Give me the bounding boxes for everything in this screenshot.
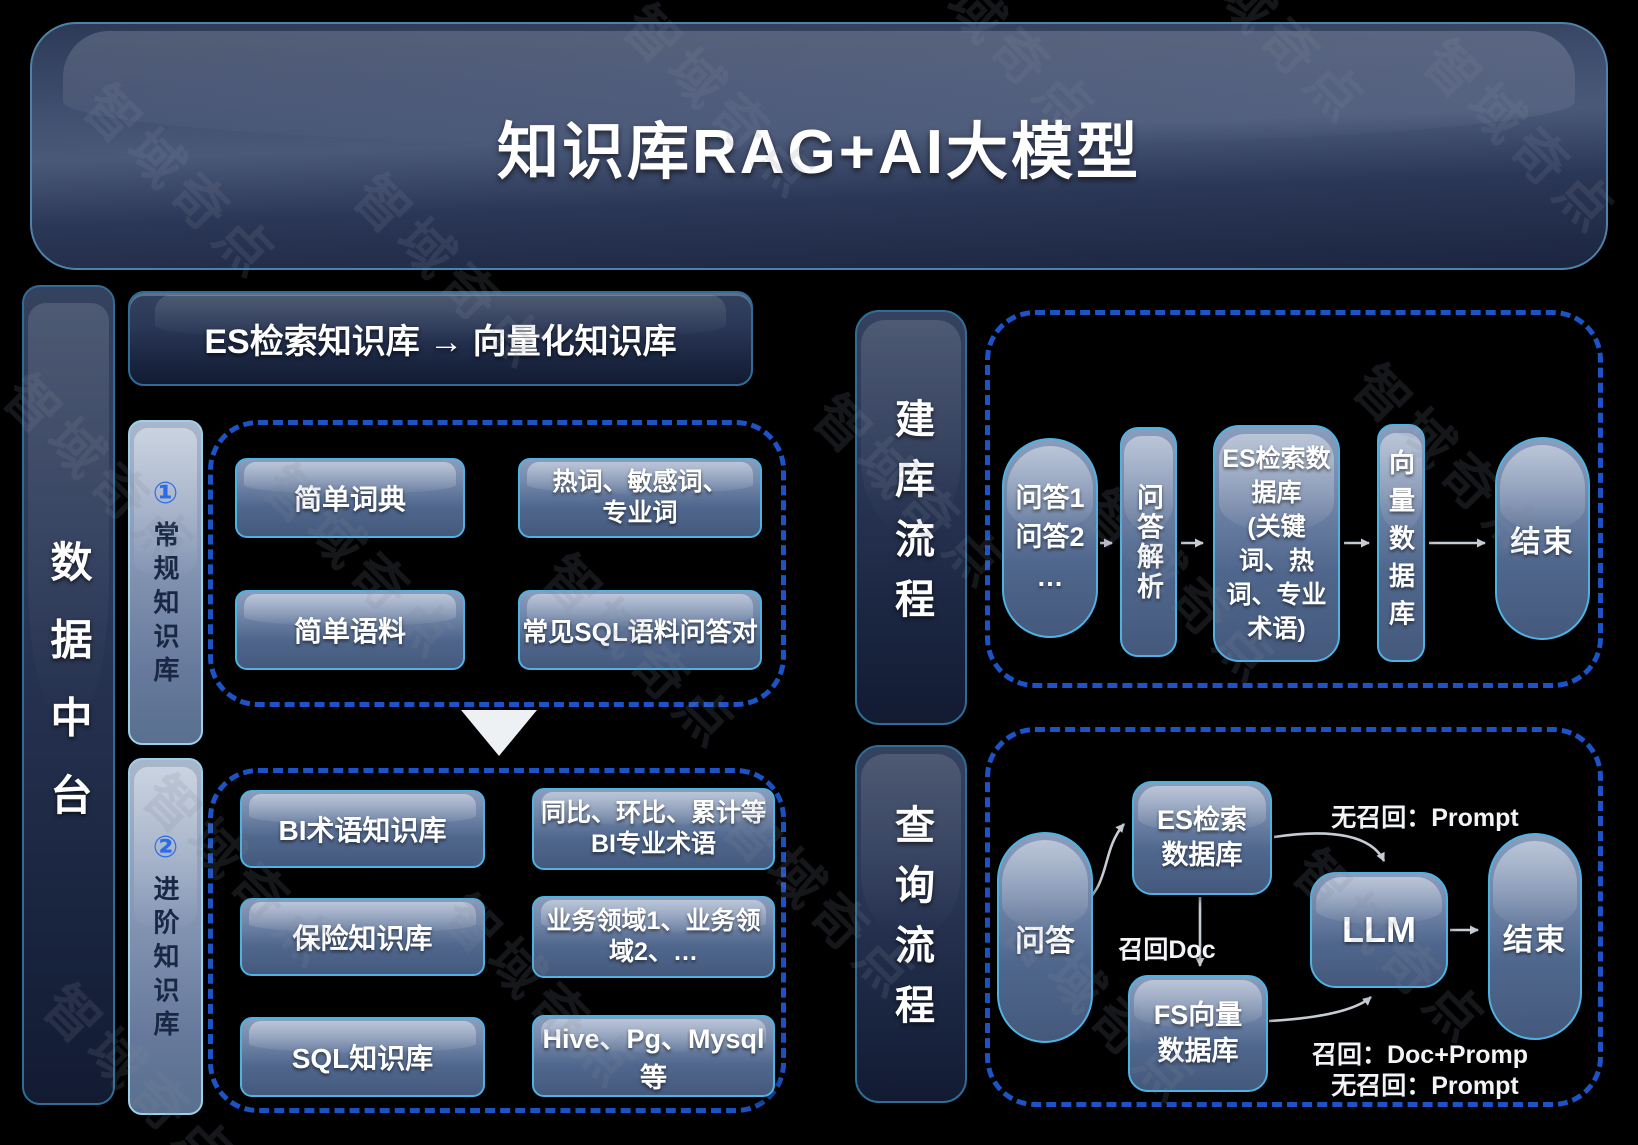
node-qa-parse: 问答解析 xyxy=(1120,427,1177,657)
edge-label-no-recall-bottom: 无召回：Prompt xyxy=(1331,1072,1519,1100)
kb-item-label: 业务领域1、业务领 域2、… xyxy=(546,906,761,966)
kb-item-insurance: 保险知识库 xyxy=(240,898,485,976)
kb-item-label: 常见SQL语料问答对 xyxy=(522,616,758,647)
build-flow-rail: 建库流程 xyxy=(855,310,967,725)
edge-label-recall-doc: 召回Doc xyxy=(1118,936,1216,964)
kb-group2-badge-icon: ② xyxy=(152,830,179,864)
node-label: 问答1 问答2 … xyxy=(1015,483,1085,592)
query-flow-rail: 查询流程 xyxy=(855,745,967,1103)
kb-item-label: Hive、Pg、Mysql等 xyxy=(542,1024,765,1093)
kb-group2-pill: ② 进阶知识库 xyxy=(128,758,203,1115)
node-label: 问答 xyxy=(1015,924,1075,958)
kb-item-bi-terms: BI术语知识库 xyxy=(240,790,485,868)
kb-item-label: 同比、环比、累计等 BI专业术语 xyxy=(540,798,766,858)
kb-group2-box xyxy=(208,768,786,1113)
down-arrow-triangle xyxy=(461,710,537,756)
node-llm: LLM xyxy=(1310,872,1448,988)
kb-item-bi-pro-terms: 同比、环比、累计等 BI专业术语 xyxy=(532,788,775,870)
kb-item-label: 简单词典 xyxy=(293,484,406,515)
node-label: 结束 xyxy=(1503,923,1567,957)
kb-header-label: ES检索知识库 → 向量化知识库 xyxy=(204,323,677,361)
node-query-end: 结束 xyxy=(1488,833,1582,1040)
kb-item-sql-qa-pairs: 常见SQL语料问答对 xyxy=(518,590,762,670)
edge-label-no-recall-top: 无召回：Prompt xyxy=(1331,804,1519,832)
edge-label-recall-bottom: 召回：Doc+Promp xyxy=(1311,1041,1528,1069)
build-flow-rail-label: 建库流程 xyxy=(889,397,933,638)
node-label: ES检索数 据库 (关键 词、热 词、专业 术语) xyxy=(1222,444,1331,643)
kb-item-label: SQL知识库 xyxy=(291,1043,434,1074)
query-flow-rail-label: 查询流程 xyxy=(889,804,933,1044)
kb-item-business-domains: 业务领域1、业务领 域2、… xyxy=(532,896,775,978)
data-platform-rail-label: 数据中台 xyxy=(45,539,92,851)
query-flow-box xyxy=(985,727,1603,1107)
node-query-es-db: ES检索 数据库 xyxy=(1132,781,1272,895)
kb-item-simple-dict: 简单词典 xyxy=(235,458,465,538)
data-platform-rail: 数据中台 xyxy=(22,285,115,1105)
node-label: 向量数据库 xyxy=(1385,448,1416,638)
build-flow-box xyxy=(985,310,1603,688)
kb-group1-pill: ① 常规知识库 xyxy=(128,420,203,745)
kb-group2-label: 进阶知识库 xyxy=(150,874,180,1044)
arrow-fsdb-llm xyxy=(1268,995,1372,1023)
kb-group1-badge-icon: ① xyxy=(152,476,179,510)
kb-item-label: 热词、敏感词、 专业词 xyxy=(552,467,728,527)
kb-group1-box xyxy=(208,420,786,707)
arrow-esdb-llm xyxy=(1273,832,1386,862)
kb-item-label: 简单语料 xyxy=(293,616,406,647)
kb-item-simple-corpus: 简单语料 xyxy=(235,590,465,670)
node-qa-list: 问答1 问答2 … xyxy=(1002,438,1098,638)
kb-group1-label: 常规知识库 xyxy=(150,520,180,690)
node-label: 结束 xyxy=(1510,525,1575,559)
node-label: FS向量 数据库 xyxy=(1153,1000,1243,1066)
page-title: 知识库RAG+AI大模型 xyxy=(497,118,1141,187)
node-es-db: ES检索数 据库 (关键 词、热 词、专业 术语) xyxy=(1213,425,1340,662)
kb-item-hot-words: 热词、敏感词、 专业词 xyxy=(518,458,762,538)
kb-item-sql-kb: SQL知识库 xyxy=(240,1017,485,1097)
node-vector-db: 向量数据库 xyxy=(1377,424,1425,662)
node-label: 问答解析 xyxy=(1133,482,1163,602)
node-label: LLM xyxy=(1342,909,1416,950)
node-build-end: 结束 xyxy=(1495,437,1590,640)
kb-item-label: BI术语知识库 xyxy=(278,815,447,846)
node-fs-vector-db: FS向量 数据库 xyxy=(1128,975,1268,1092)
kb-item-engines: Hive、Pg、Mysql等 xyxy=(532,1015,775,1097)
kb-item-label: 保险知识库 xyxy=(292,923,433,954)
node-label: ES检索 数据库 xyxy=(1156,804,1248,870)
kb-header: ES检索知识库 → 向量化知识库 xyxy=(128,291,753,386)
title-banner: 知识库RAG+AI大模型 xyxy=(30,22,1608,270)
node-query-qa: 问答 xyxy=(997,832,1093,1043)
